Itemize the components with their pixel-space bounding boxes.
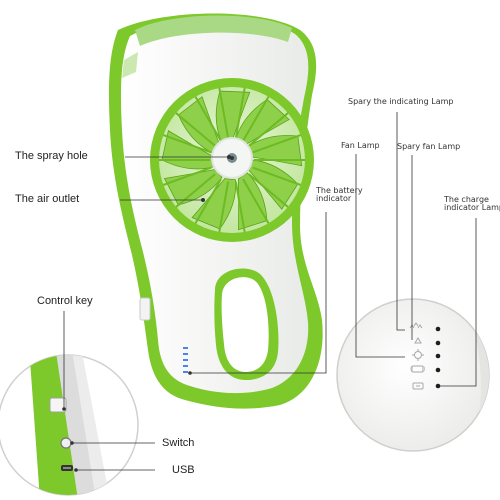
label-fan-lamp: Fan Lamp: [341, 141, 380, 150]
fan-blade: [234, 98, 290, 146]
fan-blade: [237, 172, 268, 231]
guard-rib: [218, 181, 230, 233]
spray-symbol-icon: [414, 337, 422, 344]
leader-lines: [62, 112, 477, 472]
label-usb: USB: [172, 464, 195, 476]
side-detail-magnifier: [0, 354, 139, 496]
label-control-key: Control key: [37, 295, 93, 307]
label-battery-indicator: The battery indicator: [316, 186, 363, 204]
guard-rib: [218, 87, 230, 139]
guard-rib: [242, 178, 270, 224]
fan-blade: [246, 135, 303, 167]
indicator-dots: [435, 326, 441, 389]
label-air-outlet: The air outlet: [15, 193, 80, 205]
fan-guard: [159, 87, 305, 233]
guard-rib: [234, 87, 246, 139]
svg-text:): ): [423, 366, 425, 373]
label-switch: Switch: [162, 437, 195, 449]
indicator-panel-magnifier: ( ): [336, 298, 490, 452]
guard-rib: [252, 166, 301, 186]
guard-rib: [175, 173, 216, 208]
guard-rib: [175, 112, 216, 147]
handheld-fan: [108, 13, 323, 409]
fan-blade: [191, 178, 237, 230]
charge-symbol-icon: [412, 382, 424, 390]
fan-blade: [177, 96, 221, 154]
guard-rib: [248, 173, 289, 208]
label-charge-indicator-lamp: The charge indicator Lamp: [444, 195, 500, 213]
guard-rib: [194, 178, 222, 224]
guard-rib: [194, 96, 222, 142]
label-spray-hole: The spray hole: [15, 150, 88, 162]
label-charge-indicator-line2: indicator Lamp: [444, 203, 500, 213]
guard-rib: [234, 181, 246, 233]
battery-leds-icon: [183, 347, 188, 373]
guard-rib: [163, 166, 212, 186]
fan-symbol-icon: [412, 349, 424, 361]
label-spray-indicating-lamp: Spary the indicating Lamp: [348, 97, 454, 106]
control-key-button: [49, 397, 67, 413]
guard-rib: [248, 112, 289, 147]
tank-window: [122, 52, 138, 78]
label-charge-indicator-line1: The charge: [444, 195, 489, 204]
svg-text:(: (: [410, 366, 412, 373]
side-control-key: [139, 297, 151, 321]
label-battery-indicator-line1: The battery: [316, 186, 363, 195]
guard-rib: [163, 134, 212, 154]
battery-symbol-icon: ( ): [410, 365, 425, 373]
water-tank-cap: [135, 15, 292, 46]
guard-rib: [252, 134, 301, 154]
label-spray-fan-lamp: Spary fan Lamp: [397, 142, 461, 151]
label-battery-indicator-line2: indicator: [316, 194, 352, 204]
fan-blade: [248, 159, 299, 210]
switch-button: [60, 437, 72, 449]
guard-rib: [242, 96, 270, 142]
